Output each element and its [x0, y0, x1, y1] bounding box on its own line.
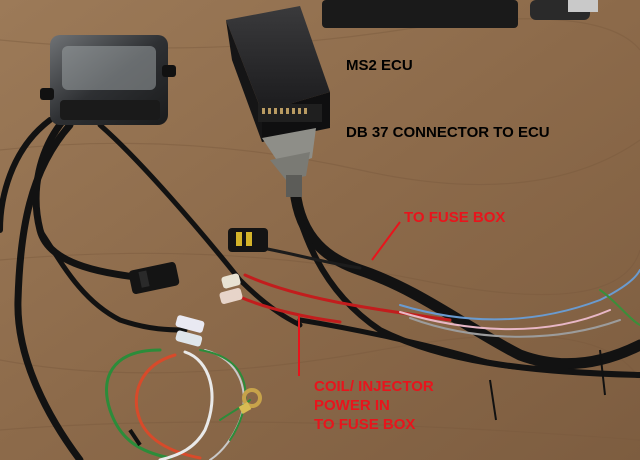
black-case-top: [322, 0, 518, 28]
coil-label-line-1: COIL/ INJECTOR: [314, 378, 434, 395]
ecu-label: MS2 ECU: [346, 57, 413, 74]
coil-label-line-2: POWER IN: [314, 397, 390, 414]
weatherpack-connector-left: [128, 262, 180, 294]
zip-ties: [128, 349, 606, 447]
coil-label-line-3: TO FUSE BOX: [314, 416, 416, 433]
fuse-label: TO FUSE BOX: [404, 209, 506, 226]
spade-terminals: [175, 273, 243, 347]
fuse-box: [40, 35, 176, 125]
fuse-arrow: [371, 221, 401, 261]
harness-loom: [0, 117, 640, 460]
db37-connector: [262, 128, 316, 197]
connector-label: DB 37 CONNECTOR TO ECU: [346, 124, 550, 141]
ring-terminal: [238, 388, 262, 414]
metal-bracket: [568, 0, 598, 12]
weatherpack-connector-top: [228, 228, 268, 252]
colored-wires: [105, 243, 640, 460]
coil-label: COIL/ INJECTOR POWER IN TO FUSE BOX: [314, 378, 434, 435]
